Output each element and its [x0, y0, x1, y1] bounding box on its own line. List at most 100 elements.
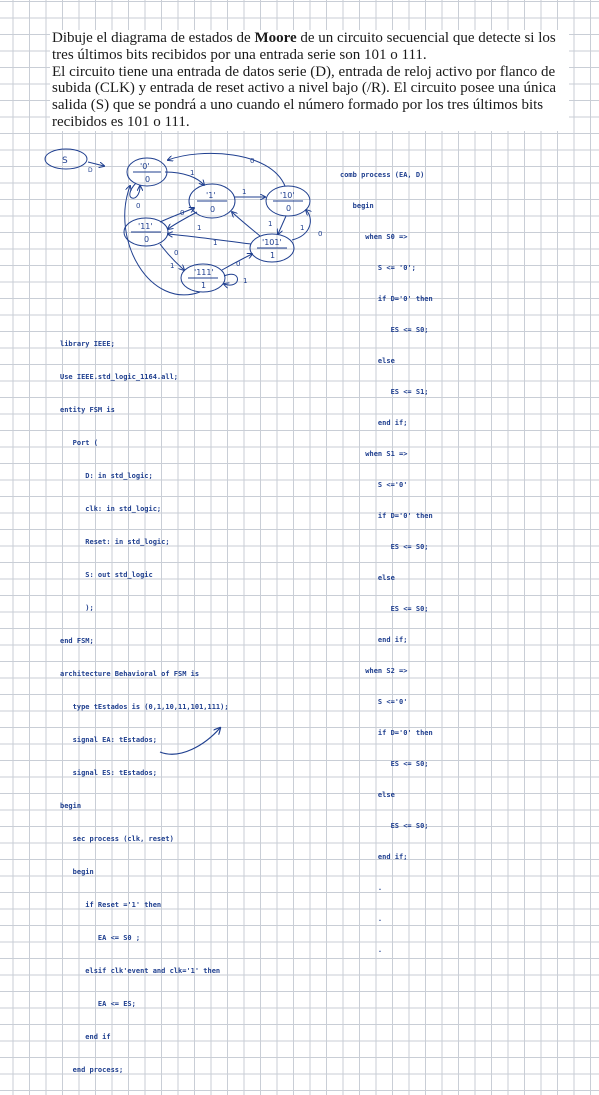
transition-label: 0 — [174, 249, 178, 257]
code-line: sec process (clk, reset) — [60, 834, 174, 843]
code-line: end if; — [340, 418, 408, 427]
transition-111-to-0 — [124, 186, 201, 296]
code-line: Reset: in std_logic; — [60, 537, 170, 546]
transition-101-to-10 — [291, 210, 310, 241]
code-line: Use IEEE.std_logic_1164.all; — [60, 372, 179, 381]
transition-101-to-1 — [232, 212, 261, 237]
code-line: comb process (EA, D) — [340, 170, 425, 179]
code-line: begin — [60, 801, 82, 810]
transition-1-to-11 — [168, 211, 198, 229]
doodle-arrow — [159, 728, 220, 755]
transition-label: 1 — [242, 188, 246, 196]
state-111: '111' 1 — [180, 263, 226, 293]
svg-text:'111': '111' — [194, 268, 214, 277]
code-line: Port ( — [60, 438, 98, 447]
code-line: end process; — [60, 1065, 124, 1074]
code-line: ES <= S0; — [340, 542, 429, 551]
state-1: '1' 0 — [188, 183, 236, 219]
start-ellipse — [44, 148, 88, 170]
transition-label: 1 — [170, 262, 174, 270]
code-line: begin — [60, 867, 94, 876]
problem-paragraph-2: El circuito tiene una entrada de datos s… — [52, 63, 556, 130]
transition-11-to-1 — [159, 208, 194, 223]
svg-text:'101': '101' — [262, 238, 282, 247]
state-10: '10' 0 — [265, 185, 311, 217]
code-line: S <='0' — [340, 697, 408, 706]
transition-101-to-11 — [168, 234, 252, 245]
svg-text:0: 0 — [145, 175, 150, 184]
code-line: else — [340, 356, 395, 365]
code-line: if Reset ='1' then — [60, 900, 162, 909]
transition-label: 0 — [236, 260, 240, 268]
transition-10-to-0 — [168, 152, 286, 187]
svg-text:0: 0 — [210, 205, 215, 214]
transition-111-to-101 — [221, 254, 252, 271]
code-line: clk: in std_logic; — [60, 504, 162, 513]
transition-11-to-111 — [159, 243, 184, 270]
svg-text:1: 1 — [201, 281, 206, 290]
code-line: EA <= ES; — [60, 999, 136, 1008]
code-line: library IEEE; — [60, 339, 115, 348]
problem-paragraph-1: Dibuje el diagrama de estados de Moore d… — [52, 30, 567, 64]
code-line: signal EA: tEstados; — [60, 735, 157, 744]
svg-text:1: 1 — [270, 251, 275, 260]
svg-text:'1': '1' — [206, 191, 216, 200]
code-line: S <= '0'; — [340, 263, 416, 272]
problem-text: Dibuje el diagrama de estados de — [52, 30, 255, 46]
transition-label: 1 — [190, 169, 194, 177]
problem-statement: Dibuje el diagrama de estados de Moore d… — [50, 30, 569, 131]
state-0: '0' 0 — [126, 157, 168, 187]
code-right: comb process (EA, D) begin when S0 => S … — [340, 152, 433, 974]
code-line: type tEstados is (0,1,10,11,101,111); — [60, 702, 229, 711]
code-line: EA <= S0 ; — [60, 933, 141, 942]
code-line: else — [340, 573, 395, 582]
code-line: if D='0' then — [340, 294, 433, 303]
transition-label: 1 — [213, 239, 217, 247]
svg-text:'11': '11' — [138, 222, 153, 231]
code-line: if D='0' then — [340, 511, 433, 520]
code-line: ES <= S1; — [340, 387, 429, 396]
code-line: architecture Behavioral of FSM is — [60, 669, 200, 678]
code-left: library IEEE; Use IEEE.std_logic_1164.al… — [60, 319, 229, 1095]
problem-text: de un circuito secuencial que detecte si… — [52, 30, 556, 63]
code-line: ES <= S0; — [340, 759, 429, 768]
transition-0-to-1 — [164, 171, 204, 185]
code-line: if D='0' then — [340, 728, 433, 737]
code-line: ES <= S0; — [340, 821, 429, 830]
transition-111-self — [224, 273, 238, 285]
state-diagram: S D '0' 0 '1' 0 '10' 0 '11' 0 '101' 1 '1… — [44, 148, 322, 755]
code-line: S <='0' — [340, 480, 408, 489]
code-line: end if; — [340, 635, 408, 644]
code-line: signal ES: tEstados; — [60, 768, 157, 777]
transition-label: 1 — [268, 220, 272, 228]
transition-0-self — [129, 182, 140, 199]
code-line: end if; — [340, 852, 408, 861]
code-line: entity FSM is — [60, 405, 115, 414]
state-101: '101' 1 — [249, 233, 295, 263]
code-line: ES <= S0; — [340, 325, 429, 334]
transition-label: 1 — [197, 224, 201, 232]
svg-text:'10': '10' — [280, 191, 295, 200]
code-line: when S1 => — [340, 449, 408, 458]
transition-label: 0 — [318, 230, 322, 238]
svg-text:'0': '0' — [140, 162, 150, 171]
transition-10-to-101 — [278, 215, 287, 234]
svg-text:0: 0 — [144, 235, 149, 244]
code-line: begin — [340, 201, 374, 210]
code-line: elsif clk'event and clk='1' then — [60, 966, 221, 975]
problem-bold-moore: Moore — [254, 30, 297, 46]
code-line: . — [340, 945, 383, 954]
transition-label: 0 — [136, 202, 140, 210]
code-line: else — [340, 790, 395, 799]
start-sub-label: D — [88, 167, 93, 174]
code-line: ); — [60, 603, 94, 612]
transition-label: 1 — [300, 224, 304, 232]
code-line: S: out std_logic — [60, 570, 153, 579]
svg-text:0: 0 — [286, 204, 291, 213]
code-line: . — [340, 883, 383, 892]
transition-label: 1 — [243, 277, 247, 285]
code-line: . — [340, 914, 383, 923]
state-11: '11' 0 — [123, 217, 169, 247]
code-line: when S2 => — [340, 666, 408, 675]
code-line: end if — [60, 1032, 111, 1041]
